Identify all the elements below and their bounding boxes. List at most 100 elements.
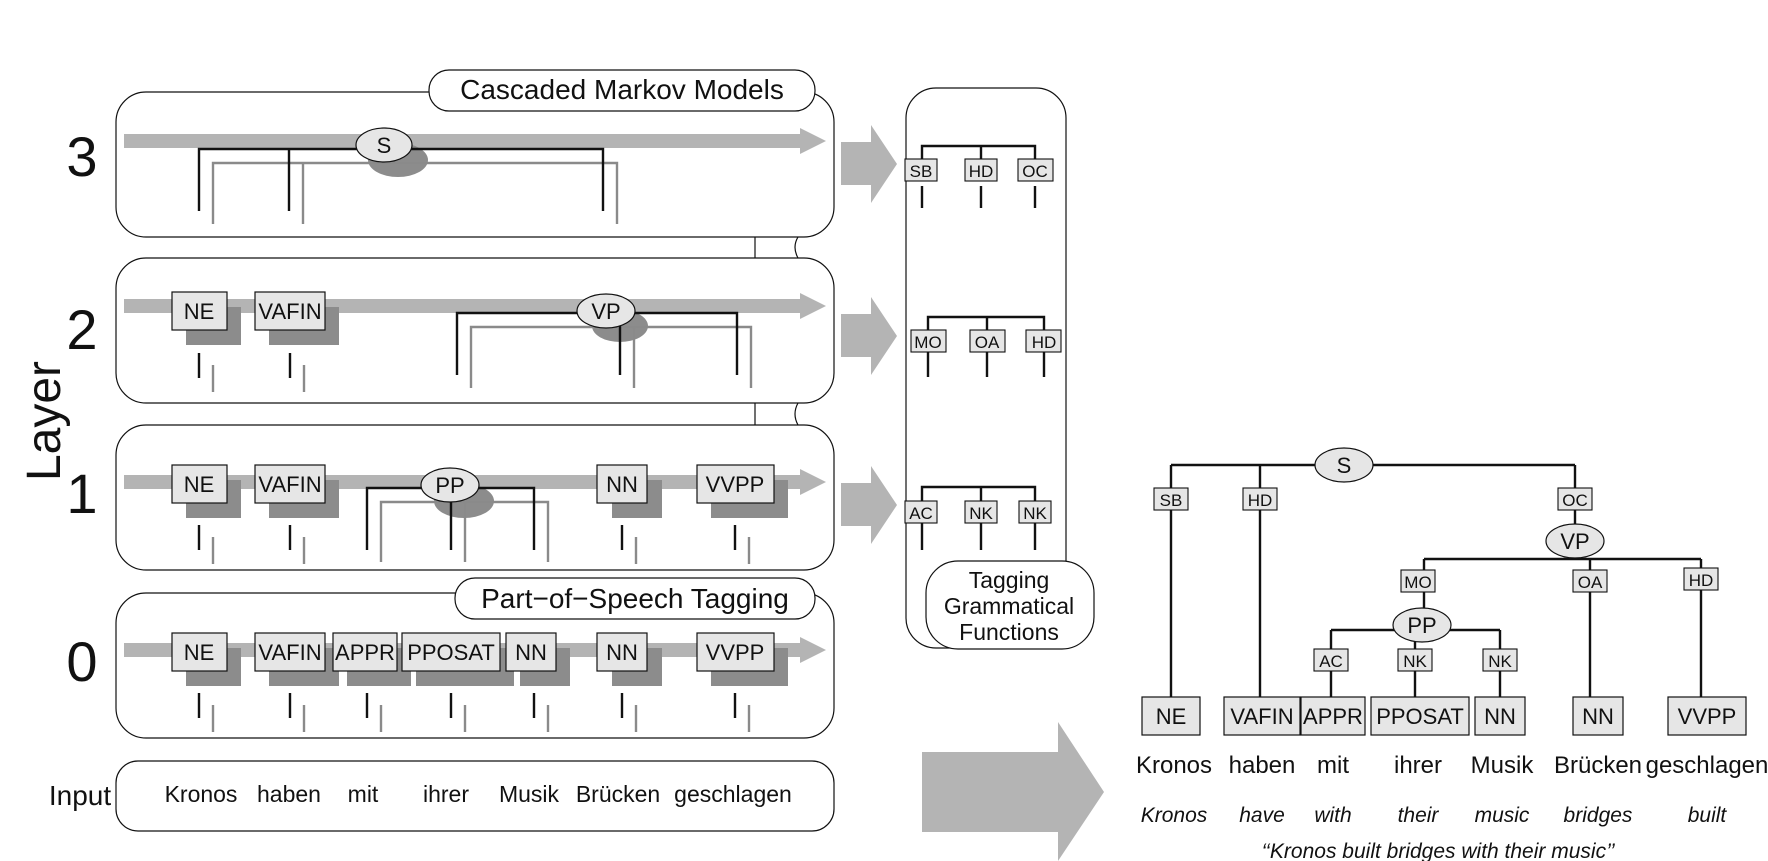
tree-edge-label-box bbox=[1153, 487, 1189, 511]
layer-2-content: NE VAFIN VP bbox=[171, 291, 753, 392]
layer-1-node-ne-label: NE bbox=[184, 472, 215, 497]
input-word: geschlagen bbox=[674, 781, 792, 807]
layer-0-node-vafin-label: VAFIN bbox=[258, 640, 321, 665]
layer-2-function-arrow bbox=[841, 297, 897, 375]
gf-label-box bbox=[969, 329, 1006, 353]
tree-gloss: bridges bbox=[1564, 804, 1633, 827]
layer-3-panel bbox=[115, 91, 835, 238]
layer-1-ticks bbox=[197, 525, 737, 550]
input-word: Brücken bbox=[576, 781, 660, 807]
tree-edge-label-box bbox=[1683, 567, 1719, 591]
tree-pos-tag: NN bbox=[1484, 704, 1516, 729]
grammatical-functions-panel: SB HD OC MO OA HD AC NK NK Tagging Gramm… bbox=[904, 87, 1095, 650]
layer-2-ticks bbox=[197, 353, 292, 378]
output-arrow bbox=[922, 722, 1104, 861]
gf-tree-2 bbox=[926, 315, 1046, 377]
tree-pos-tag-box bbox=[1474, 696, 1526, 736]
tree-edge-label-box bbox=[1482, 648, 1518, 672]
layer-2-node-ne bbox=[171, 291, 228, 331]
layer-1-node-pp-label: PP bbox=[435, 473, 464, 498]
tree-edge-label: HD bbox=[1689, 571, 1714, 590]
panel-connector-2-1 bbox=[754, 402, 799, 426]
gf-label-box bbox=[1018, 500, 1052, 524]
tree-gloss: have bbox=[1239, 804, 1285, 827]
gf-title-line: Functions bbox=[959, 619, 1059, 645]
tree-node-vp-label: VP bbox=[1560, 529, 1589, 554]
layer-to-function-arrows bbox=[841, 125, 897, 544]
gf-label: SB bbox=[910, 162, 933, 181]
gf-label: NK bbox=[969, 504, 993, 523]
layer-2-node-vp-label: VP bbox=[591, 299, 620, 324]
input-panel bbox=[115, 760, 835, 832]
layer-0-node-nn2-label: NN bbox=[606, 640, 638, 665]
layer-number-1: 1 bbox=[66, 462, 97, 525]
tree-pos-tag: VVPP bbox=[1678, 704, 1737, 729]
gf-label: OC bbox=[1022, 162, 1048, 181]
layer-0-node-ne bbox=[171, 632, 228, 672]
tree-pos-tag-box bbox=[1667, 696, 1747, 736]
gf-label-box bbox=[1025, 329, 1062, 353]
layer-0-title-tab bbox=[454, 577, 816, 620]
tree-gloss: their bbox=[1398, 804, 1440, 827]
gf-label-box bbox=[904, 500, 938, 524]
gf-label: OA bbox=[975, 333, 1000, 352]
layer-number-2: 2 bbox=[66, 298, 97, 361]
gf-label: NK bbox=[1023, 504, 1047, 523]
layer-1-node-vafin bbox=[254, 464, 326, 504]
layer-1-node-vvpp-label: VVPP bbox=[706, 472, 765, 497]
layer-0-node-vvpp bbox=[696, 632, 775, 672]
layer-0-node-appr bbox=[332, 632, 398, 672]
tree-pos-tag-box bbox=[1370, 696, 1470, 736]
input-word: haben bbox=[257, 781, 321, 807]
layer-2-node-vafin-label: VAFIN bbox=[258, 299, 321, 324]
tree-edge-label: NK bbox=[1488, 652, 1512, 671]
layer-2-node-vafin bbox=[254, 291, 326, 331]
input-word: Kronos bbox=[165, 781, 238, 807]
tree-edge-label-box bbox=[1557, 487, 1593, 511]
tree-node-s bbox=[1314, 447, 1374, 483]
layer-1-content: NE VAFIN PP NN VVPP bbox=[171, 464, 788, 564]
tree-pos-tag: NN bbox=[1582, 704, 1614, 729]
layer-1-node-vafin-label: VAFIN bbox=[258, 472, 321, 497]
tree-pos-tag: APPR bbox=[1303, 704, 1363, 729]
layer-1-node-vvpp bbox=[696, 464, 775, 504]
tree-word: geschlagen bbox=[1646, 752, 1768, 779]
layer-0-title: Part−of−Speech Tagging bbox=[481, 583, 789, 614]
panel-connector-3-2 bbox=[754, 236, 799, 259]
input-label: Input bbox=[49, 780, 111, 811]
input-word: Musik bbox=[499, 781, 560, 807]
tree-edge-label: OA bbox=[1578, 573, 1603, 592]
layer-0-node-nn1-label: NN bbox=[515, 640, 547, 665]
gf-label: MO bbox=[914, 333, 941, 352]
layer-3-flow-arrow bbox=[124, 128, 826, 154]
layer-number-0: 0 bbox=[66, 630, 97, 693]
tree-edge-label: HD bbox=[1248, 491, 1273, 510]
tree-edge-label-box bbox=[1400, 569, 1436, 593]
tree-pos-tag-box bbox=[1223, 696, 1301, 736]
tree-gloss: built bbox=[1688, 804, 1728, 827]
tree-gloss: Kronos bbox=[1141, 804, 1208, 827]
layer-axis-label: Layer bbox=[18, 361, 71, 481]
tree-edge-label-box bbox=[1572, 569, 1608, 593]
tree-pos-tag-box bbox=[1300, 696, 1366, 736]
input-word: mit bbox=[348, 781, 379, 807]
layer-0-node-pposat bbox=[401, 632, 501, 672]
layer-1-node-nn bbox=[596, 464, 648, 504]
tree-word: Musik bbox=[1471, 752, 1535, 779]
gf-label-box bbox=[904, 158, 938, 182]
layer-0-ticks bbox=[197, 693, 737, 718]
tree-edge-label: AC bbox=[1319, 652, 1343, 671]
gf-title-tab bbox=[925, 560, 1095, 650]
layer-number-3: 3 bbox=[66, 125, 97, 188]
layer-0-node-pposat-label: PPOSAT bbox=[407, 640, 495, 665]
layer-1-bracket-gray bbox=[379, 500, 550, 562]
layer-3-content: S bbox=[197, 127, 619, 224]
gf-title-line: Tagging bbox=[969, 567, 1050, 593]
layer-3-title-tab bbox=[428, 69, 816, 112]
gf-label: HD bbox=[1032, 333, 1057, 352]
tree-edge-label: SB bbox=[1160, 491, 1183, 510]
layer-1-node-pp bbox=[420, 467, 480, 503]
layer-2-node-vp bbox=[576, 293, 636, 329]
layer-3-node-label: S bbox=[377, 133, 392, 158]
